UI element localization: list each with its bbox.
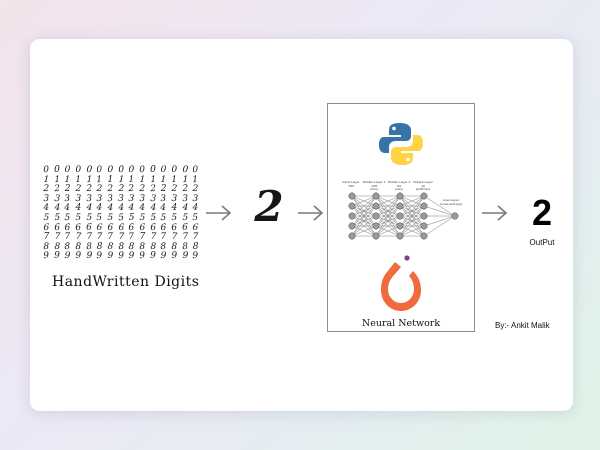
handwritten-digit: 9 (139, 251, 146, 262)
neural-network-label: Neural Network (361, 318, 441, 329)
network-node (372, 212, 380, 220)
network-node (348, 222, 356, 230)
handwritten-digit: 0 (150, 165, 156, 175)
network-connection (423, 215, 456, 227)
handwritten-digit: 4 (171, 203, 178, 214)
layer-label-input: Input Layer 784 (342, 180, 360, 188)
network-node (396, 212, 404, 220)
network-node (372, 232, 380, 240)
handwritten-digit: 9 (171, 251, 178, 262)
output-digit: 2 (531, 192, 553, 233)
arrow-right-icon (482, 205, 508, 221)
handwritten-digit: 6 (182, 222, 188, 233)
network-node (396, 192, 404, 200)
network-node (420, 222, 428, 230)
network-connection (351, 195, 377, 207)
arrow-right-icon (298, 205, 324, 221)
handwritten-digit: 9 (150, 251, 156, 262)
dataset-label: HandWritten Digits (52, 274, 200, 290)
network-node (372, 222, 380, 230)
handwritten-digit: 6 (86, 222, 92, 233)
network-connection (399, 195, 425, 237)
layer-label-loss: Loss Layer (cross-entropy) (439, 198, 463, 206)
handwritten-digit: 9 (54, 251, 60, 262)
network-connection (399, 225, 425, 237)
handwritten-digit: 9 (75, 251, 82, 262)
network-connection (399, 195, 425, 227)
network-node (420, 212, 428, 220)
output-label: OutPut (529, 238, 555, 247)
network-node (348, 202, 356, 210)
arrow-right-icon (206, 205, 232, 221)
python-logo-icon (379, 123, 423, 165)
network-node (451, 212, 459, 220)
handwritten-digit: 2 (64, 184, 71, 195)
layer-label-output: Output Layer 10 (softmax) (413, 180, 433, 192)
network-connection (375, 195, 401, 237)
network-node (372, 192, 380, 200)
network-node (420, 192, 428, 200)
handwritten-digit: 1 (107, 174, 114, 185)
network-node (396, 222, 404, 230)
handwritten-digit: 5 (128, 212, 135, 223)
network-connection (375, 195, 401, 217)
handwritten-digit: 2 (160, 184, 167, 195)
network-connection (351, 195, 377, 227)
network-connection (423, 215, 456, 237)
network-connection (375, 195, 401, 227)
network-connection (351, 225, 377, 237)
network-connection (351, 215, 377, 237)
network-connection (351, 195, 377, 217)
network-node (372, 202, 380, 210)
network-node (348, 212, 356, 220)
handwritten-digit: 9 (107, 251, 114, 262)
network-connection (351, 205, 377, 237)
network-connection (399, 195, 425, 217)
layer-label-hidden-2: Hidden Layer 2 64 (relu) (387, 180, 411, 192)
handwritten-digit: 9 (64, 251, 71, 262)
handwritten-digit: 9 (192, 251, 199, 262)
handwritten-digit: 8 (96, 241, 103, 252)
network-connection (375, 205, 401, 237)
network-connection (375, 215, 401, 237)
network-node (396, 202, 404, 210)
sample-digit: 2 (254, 182, 284, 231)
network-connection (351, 195, 377, 237)
network-connection (399, 195, 425, 207)
handwritten-digit: 3 (118, 193, 124, 204)
handwritten-digit: 8 (192, 241, 199, 252)
handwritten-digit: 7 (139, 232, 146, 243)
handwritten-digit: 9 (96, 251, 103, 262)
network-node (396, 232, 404, 240)
network-connection (399, 205, 425, 237)
network-node (420, 202, 428, 210)
handwritten-digit: 9 (128, 251, 135, 262)
author-credit: By:- Ankit Malik (495, 321, 550, 330)
handwritten-digit: 9 (160, 251, 167, 262)
handwritten-digit: 7 (43, 232, 50, 243)
network-connection (423, 195, 456, 217)
slide-card (30, 39, 573, 411)
handwritten-digit: 9 (117, 251, 125, 262)
flame-logo-icon (381, 255, 421, 311)
network-node (348, 192, 356, 200)
handwritten-digit: 0 (54, 165, 60, 175)
network-connection (399, 215, 425, 237)
network-connection (423, 205, 456, 217)
network-node (348, 232, 356, 240)
network-node (420, 232, 428, 240)
network-architecture-diagram (348, 192, 459, 240)
layer-label-hidden-1: Hidden Layer 1 128 (relu) (362, 180, 386, 192)
network-connection (375, 195, 401, 207)
network-connection (375, 225, 401, 237)
handwritten-digit: 9 (43, 251, 50, 262)
handwritten-digit: 4 (75, 203, 82, 214)
